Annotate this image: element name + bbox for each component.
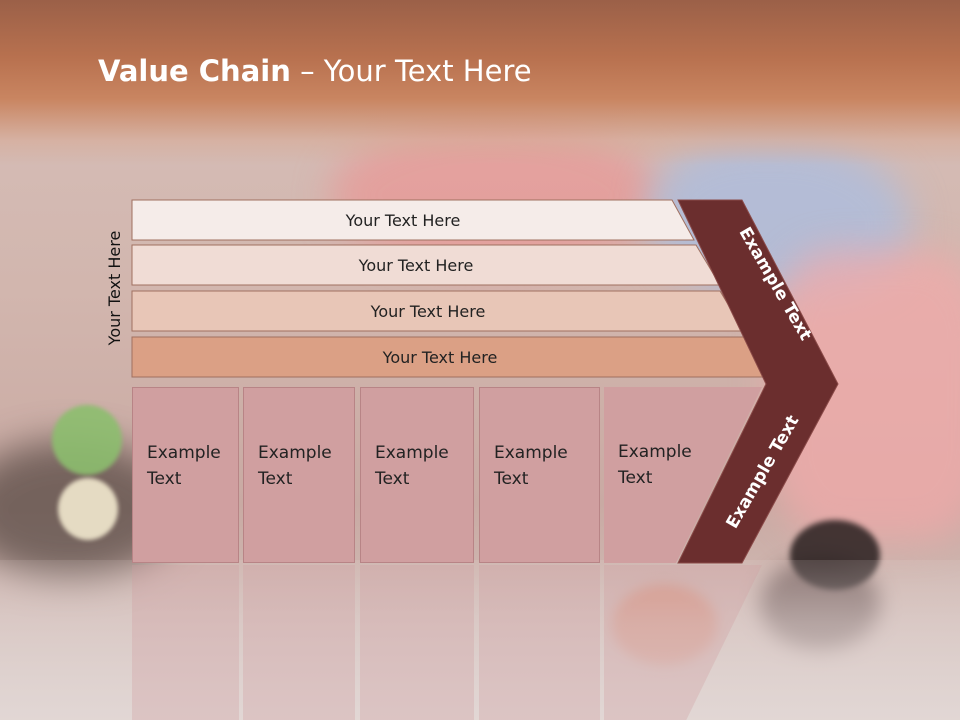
title-rest: – Your Text Here [290,54,532,88]
title-band [0,0,960,165]
background-ball-image [52,405,122,475]
bar-label: Your Text Here [358,255,474,275]
side-label: Your Text Here [105,230,124,346]
box-line-1: Example [147,443,221,463]
background-ball-image [58,478,118,540]
box-line-2: Text [375,469,410,489]
title-bold: Value Chain [98,54,291,88]
box-line-2: Text [494,469,529,489]
box-line-1: Example [618,442,692,462]
bar-label: Your Text Here [370,301,486,321]
value-chain-bar-4: Your Text Here [132,337,768,377]
box-line-1: Example [375,443,449,463]
value-chain-bar-2: Your Text Here [132,245,720,285]
box-line-1: Example [494,443,568,463]
bar-label: Your Text Here [345,210,461,230]
value-chain-bar-1: Your Text Here [132,200,694,240]
box-line-2: Text [258,469,293,489]
value-chain-bar-3: Your Text Here [132,291,744,331]
bar-label: Your Text Here [382,347,498,367]
box-line-2: Text [147,469,182,489]
slide-title: Value Chain – Your Text Here [98,54,532,88]
box-line-1: Example [258,443,332,463]
box-line-2: Text [618,468,653,488]
background-fade [0,560,960,720]
